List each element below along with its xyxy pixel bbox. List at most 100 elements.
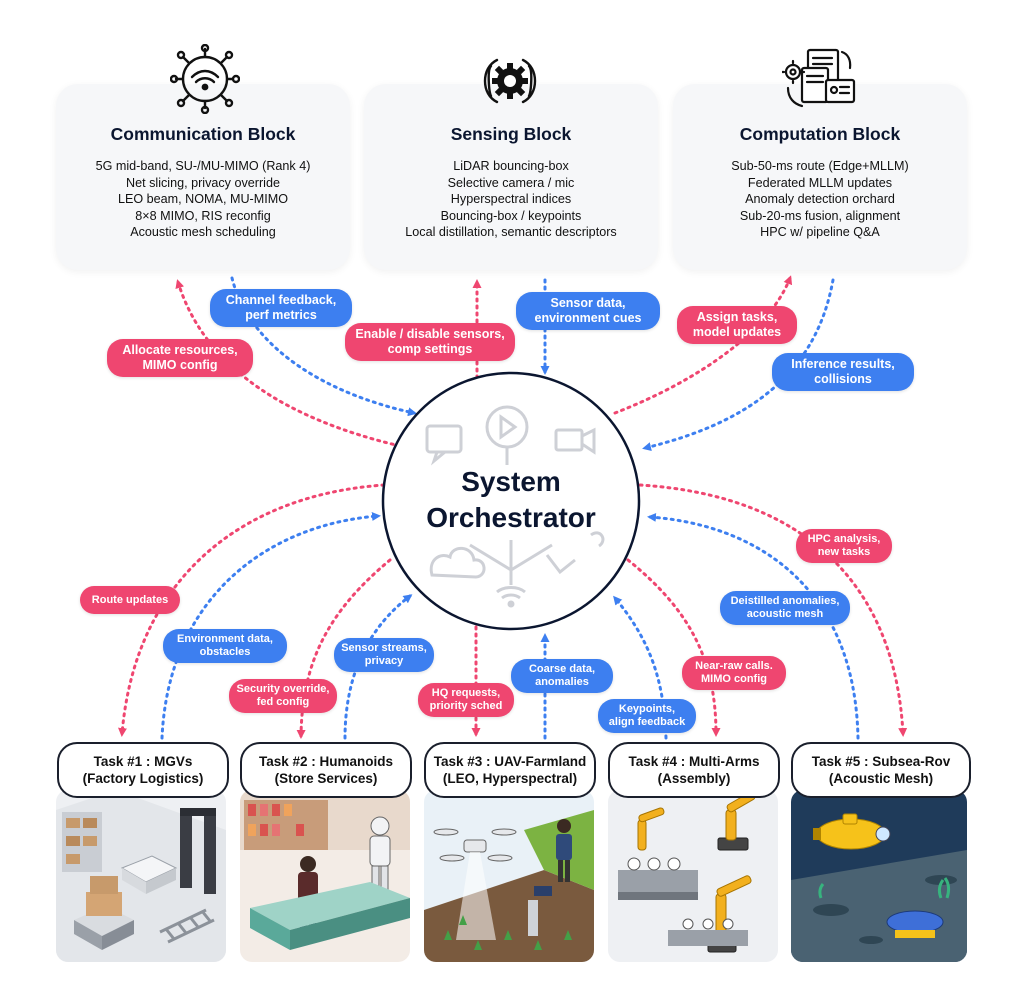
pill-line: collisions <box>814 372 872 386</box>
scene-store-services <box>240 790 410 962</box>
orchestrator-title-line1: System <box>461 466 561 497</box>
pill-line: HPC analysis, <box>807 533 881 545</box>
mgv-robot-icon <box>120 855 178 894</box>
computation-dashboard-icon <box>782 48 856 108</box>
communication-block-lines: 5G mid-band, SU-/MU-MIMO (Rank 4) Net sl… <box>56 158 350 241</box>
pill-line: model updates <box>692 325 782 339</box>
task-label-1: Task #1 : MGVs (Factory Logistics) <box>57 742 229 798</box>
task-title: Task #2 : Humanoids <box>258 754 394 769</box>
assembly-line-icon <box>618 870 748 946</box>
shelf-icon <box>62 812 102 872</box>
pill-line: Enable / disable sensors, <box>355 327 505 341</box>
label-enable-disable-sensors: Enable / disable sensors, comp settings <box>345 323 515 361</box>
pill-line: acoustic mesh <box>746 608 824 620</box>
pill-line: Assign tasks, <box>696 310 778 324</box>
gate-scanner-icon <box>180 808 216 894</box>
gear-sensor-icon <box>483 58 537 104</box>
computation-line: HPC w/ pipeline Q&A <box>760 225 880 240</box>
label-channel-feedback: Channel feedback, perf metrics <box>210 289 352 327</box>
task-subtitle: (Assembly) <box>657 771 731 786</box>
pill-line: HQ requests, <box>431 687 501 699</box>
task-label-5: Task #5 : Subsea-Rov (Acoustic Mesh) <box>791 742 971 798</box>
store-shelf-icon <box>244 800 328 850</box>
scene-subsea-rov <box>791 790 967 962</box>
pill-line: Coarse data, <box>528 663 596 675</box>
pill-line: priority sched <box>429 700 503 712</box>
label-allocate-resources: Allocate resources, MIMO config <box>107 339 253 377</box>
communication-block: Communication Block 5G mid-band, SU-/MU-… <box>56 84 350 270</box>
pill-line: environment cues <box>534 311 642 325</box>
computation-line: Sub-50-ms route (Edge+MLLM) <box>731 159 909 173</box>
seaweed-icon <box>818 877 951 899</box>
sensing-line: LiDAR bouncing-box <box>453 159 569 173</box>
task-subtitle: (Acoustic Mesh) <box>828 771 934 786</box>
robot-arm-icon <box>637 807 665 851</box>
conveyor-icon <box>159 908 215 944</box>
label-coarse-data: Coarse data, anomalies <box>511 659 613 693</box>
task-title: Task #3 : UAV-Farmland <box>433 754 587 769</box>
sensing-block-title: Sensing Block <box>450 124 572 144</box>
task-title: Task #5 : Subsea-Rov <box>811 754 951 769</box>
scene-multi-arms-assembly <box>608 790 778 962</box>
task-title: Task #1 : MGVs <box>93 754 193 769</box>
task-subtitle: (LEO, Hyperspectral) <box>442 771 578 786</box>
label-hq-requests: HQ requests, priority sched <box>418 683 514 717</box>
arrow-task5-up <box>647 512 860 740</box>
submarine-icon <box>813 813 891 850</box>
solar-sensor-icon <box>528 886 552 936</box>
sensing-line: Local distillation, semantic descriptors <box>405 225 617 240</box>
pill-line: Allocate resources, <box>122 343 238 357</box>
farmer-person-icon <box>556 819 572 882</box>
pill-line: anomalies <box>535 676 589 688</box>
sensing-line: Bouncing-box / keypoints <box>440 208 582 223</box>
task-title: Task #4 : Multi-Arms <box>628 754 760 769</box>
label-inference-results: Inference results, collisions <box>772 353 914 391</box>
orchestrator-title: System Orchestrator <box>406 464 616 536</box>
computation-block-title: Computation Block <box>739 124 901 144</box>
label-keypoints: Keypoints, align feedback <box>598 699 696 733</box>
label-environment-data: Environment data, obstacles <box>163 629 287 663</box>
sensing-line: Hyperspectral indices <box>450 192 572 207</box>
task-label-3: Task #3 : UAV-Farmland (LEO, Hyperspectr… <box>424 742 596 798</box>
pill-line: Sensor streams, <box>341 642 427 654</box>
pill-line: perf metrics <box>245 308 317 322</box>
communication-line: 8×8 MIMO, RIS reconfig <box>135 208 271 223</box>
computation-line: Federated MLLM updates <box>747 175 893 190</box>
arrow-comm-up <box>175 279 402 448</box>
pill-line: Sensor data, <box>550 296 626 310</box>
scene-factory-logistics <box>56 790 226 962</box>
sensing-block-lines: LiDAR bouncing-box Selective camera / mi… <box>364 158 658 241</box>
label-sensor-data: Sensor data, environment cues <box>516 292 660 330</box>
product-units-icon <box>627 857 734 930</box>
humanoid-robot-icon <box>369 816 391 895</box>
task-subtitle: (Store Services) <box>274 771 378 786</box>
arrow-task2-up <box>343 594 413 740</box>
pill-line: Inference results, <box>791 357 895 371</box>
label-hpc-analysis: HPC analysis, new tasks <box>796 529 892 563</box>
communication-line: LEO beam, NOMA, MU-MIMO <box>117 192 289 207</box>
label-sensor-streams: Sensor streams, privacy <box>334 638 434 672</box>
scene-uav-farmland <box>424 790 594 962</box>
communication-block-title: Communication Block <box>110 124 296 144</box>
pill-line: privacy <box>364 655 404 667</box>
label-security-override: Security override, fed config <box>229 679 337 713</box>
sensing-line: Selective camera / mic <box>447 175 575 190</box>
computation-block-lines: Sub-50-ms route (Edge+MLLM) Federated ML… <box>673 158 967 241</box>
task-subtitle: (Factory Logistics) <box>82 771 204 786</box>
label-assign-tasks: Assign tasks, model updates <box>677 306 797 344</box>
arrow-comp-down <box>642 278 835 451</box>
crop-plants-icon <box>444 915 572 950</box>
pill-line: new tasks <box>817 546 871 558</box>
pill-line: obstacles <box>199 646 251 658</box>
orchestrator-background-icons <box>425 405 605 608</box>
mgv-with-boxes-icon <box>74 876 134 950</box>
communication-line: Acoustic mesh scheduling <box>130 225 276 240</box>
arrow-task1-up <box>160 511 381 740</box>
pill-line: Near-raw calls. <box>695 660 773 672</box>
pill-line: Environment data, <box>177 633 273 645</box>
computation-block: Computation Block Sub-50-ms route (Edge+… <box>673 84 967 270</box>
pill-line: Security override, <box>236 683 330 695</box>
communication-line: 5G mid-band, SU-/MU-MIMO (Rank 4) <box>95 159 311 173</box>
label-route-updates: Route updates <box>80 586 180 614</box>
arrow-comp-up <box>613 275 793 415</box>
